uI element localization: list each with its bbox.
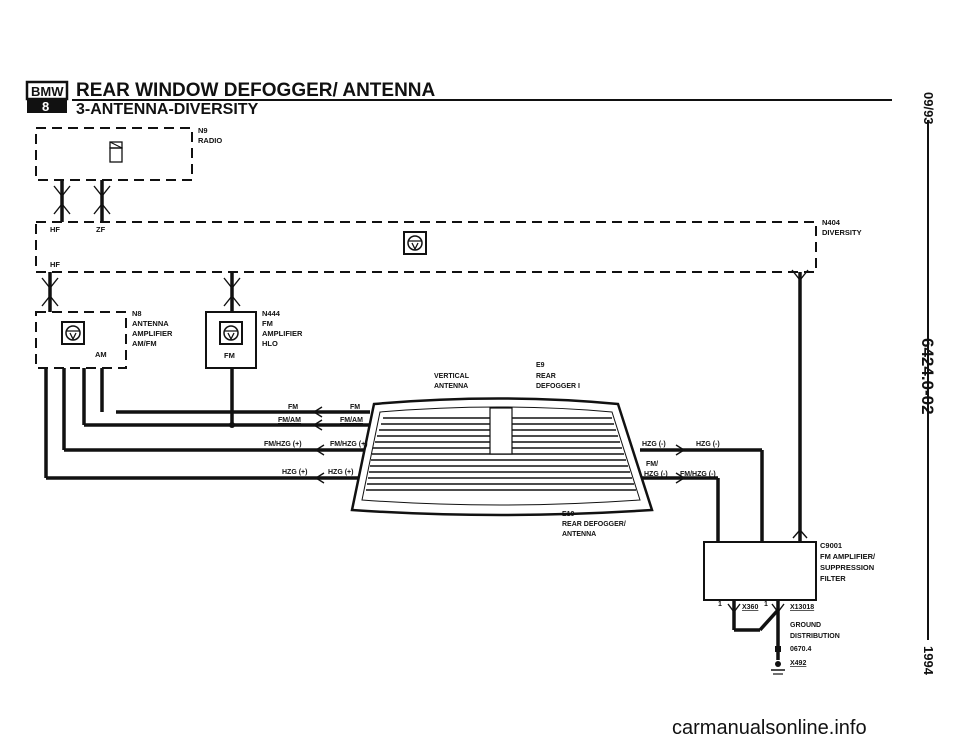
c9001-name-3: FILTER: [820, 574, 846, 583]
wire-label-fmam-left: FM/AM: [278, 417, 301, 424]
wire-label-hzg-plus-left: HZG (+): [282, 469, 307, 476]
fm-amplifier-n444: FM N444 FM AMPLIFIER HLO: [205, 309, 303, 369]
e10-name-2: ANTENNA: [562, 531, 596, 538]
vertical-antenna-label-2: ANTENNA: [434, 383, 468, 390]
e9-name-2: DEFOGGER I: [536, 383, 580, 390]
wire-label-hzg-minus-2: HZG (-): [696, 441, 720, 448]
wire-label-fm-right: FM: [350, 404, 360, 411]
side-year: 1994: [921, 646, 936, 676]
wire-label-fm-slash: FM/: [646, 461, 658, 468]
side-doc-number: 6424.0-02: [918, 338, 937, 415]
radio-n9: N9 RADIO: [35, 126, 222, 181]
n8-pin-am: AM: [95, 350, 107, 359]
page-title: REAR WINDOW DEFOGGER/ ANTENNA: [76, 80, 436, 101]
wire-label-fm-left: FM: [288, 404, 298, 411]
e10-name-1: REAR DEFOGGER/: [562, 521, 626, 528]
connector-x13018: X13018: [790, 604, 814, 611]
bmw-logo: BMW 8: [25, 80, 69, 114]
pin-x13018: 1: [764, 601, 768, 608]
diversity-n404: HF ZF HF N404 DIVERSITY: [35, 218, 862, 273]
wire-label-hzg-minus-1: HZG (-): [642, 441, 666, 448]
c9001-name-2: SUPPRESSION: [820, 563, 874, 572]
page-subtitle: 3-ANTENNA-DIVERSITY: [76, 101, 259, 118]
e9-id: E9: [536, 362, 545, 369]
n444-name-2: AMPLIFIER: [262, 329, 303, 338]
logo-bottom-text: 8: [42, 99, 49, 114]
radio-plugs: [53, 180, 111, 222]
c9001-id: C9001: [820, 541, 842, 550]
logo-top-text: BMW: [31, 84, 64, 99]
wire-labels: FM FM FM/AM FM/AM FM/HZG (+) FM/HZG (+) …: [264, 404, 720, 478]
ground-connector: X492: [790, 660, 806, 667]
watermark: carmanualsonline.info: [672, 717, 867, 739]
connector-x360: X360: [742, 604, 758, 611]
pin-x360: 1: [718, 601, 722, 608]
diversity-plugs: [41, 269, 809, 312]
n9-name: RADIO: [198, 136, 222, 145]
rear-window: [350, 397, 654, 517]
wire-label-fmhzg-left: FM/HZG (+): [264, 441, 302, 448]
n8-name-1: ANTENNA: [132, 319, 169, 328]
n404-pin-zf: ZF: [96, 225, 106, 234]
n404-pin-hf: HF: [50, 225, 60, 234]
c9001-name-1: FM AMPLIFIER/: [820, 552, 876, 561]
n444-pin-fm: FM: [224, 351, 235, 360]
filter-c9001: C9001 FM AMPLIFIER/ SUPPRESSION FILTER: [703, 541, 876, 601]
wire-label-fmhzg-right: FM/HZG (+): [330, 441, 368, 448]
wires: [44, 272, 808, 542]
wire-label-hzg-plus-right: HZG (+): [328, 469, 353, 476]
ground-name-1: GROUND: [790, 622, 821, 629]
wire-label-fmhzg-minus: FM/HZG (-): [680, 471, 716, 478]
wire-label-fmam-right: FM/AM: [340, 417, 363, 424]
side-date: 09/93: [921, 92, 936, 125]
n8-id: N8: [132, 309, 142, 318]
ground-connections: 1 X360 1 X13018 GROUND DISTRIBUTION 0670…: [718, 600, 840, 675]
n404-pin-hf2: HF: [50, 260, 60, 269]
n444-name-3: HLO: [262, 339, 278, 348]
n9-id: N9: [198, 126, 208, 135]
n404-name: DIVERSITY: [822, 228, 862, 237]
n444-name-1: FM: [262, 319, 273, 328]
n404-id: N404: [822, 218, 841, 227]
e9-name-1: REAR: [536, 373, 556, 380]
ground-name-2: DISTRIBUTION: [790, 633, 840, 640]
n8-name-2: AMPLIFIER: [132, 329, 173, 338]
e10-id: E10: [562, 511, 575, 518]
n444-id: N444: [262, 309, 281, 318]
vertical-antenna-label-1: VERTICAL: [434, 373, 470, 380]
n8-name-3: AM/FM: [132, 339, 157, 348]
antenna-amplifier-n8: AM N8 ANTENNA AMPLIFIER AM/FM: [35, 309, 173, 369]
ground-ref: 0670.4: [790, 646, 812, 653]
wire-label-hzg-minus-3: HZG (-): [644, 471, 668, 478]
window-labels: VERTICAL ANTENNA E9 REAR DEFOGGER I E10 …: [434, 362, 626, 538]
